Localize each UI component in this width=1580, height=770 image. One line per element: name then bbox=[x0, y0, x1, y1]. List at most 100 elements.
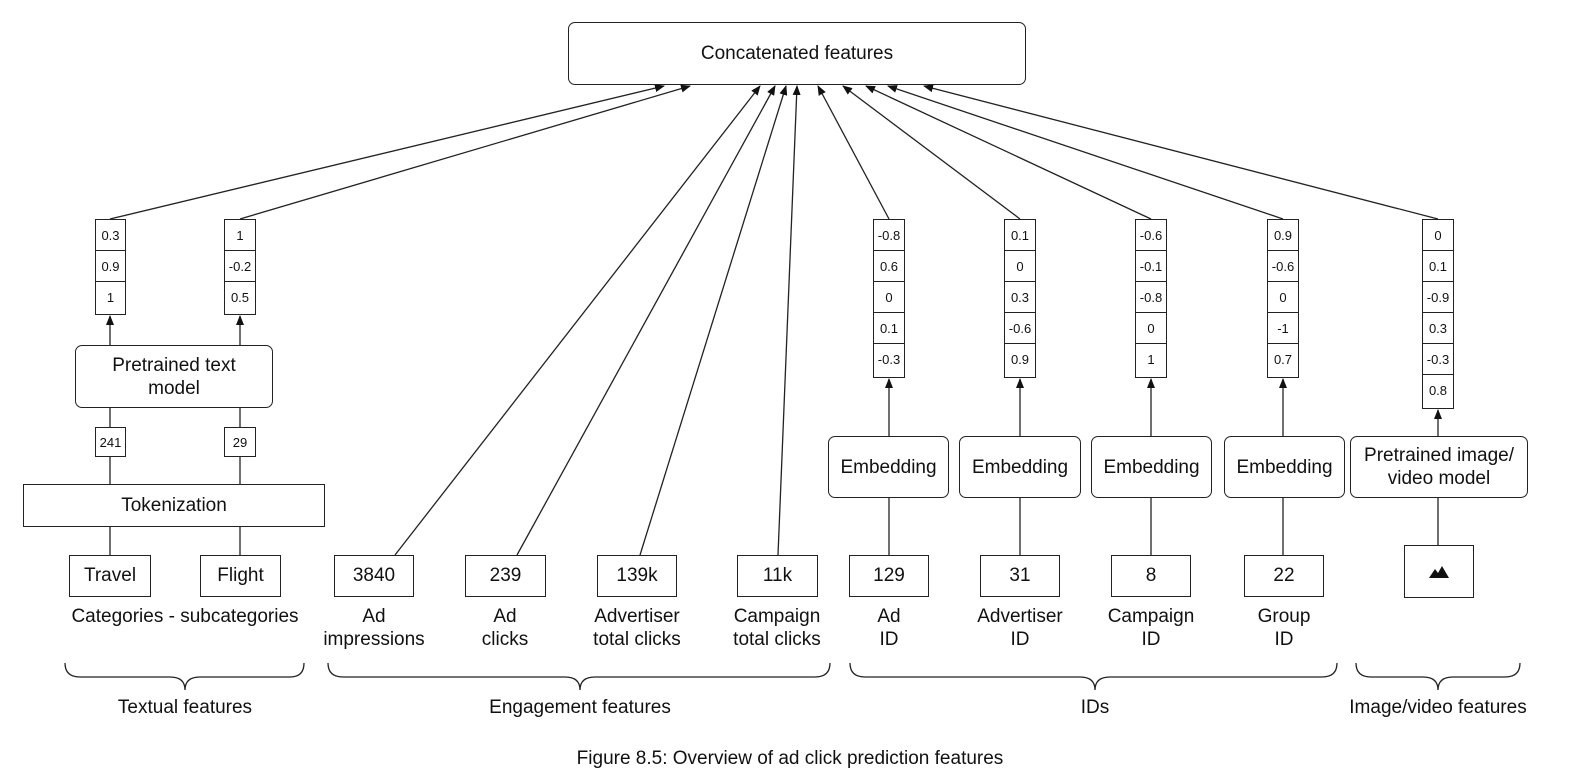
vector-cell: -0.8 bbox=[874, 220, 904, 251]
label-line: Advertiser bbox=[594, 606, 680, 627]
ad-impressions-box: 3840 bbox=[334, 555, 414, 597]
tokenization-box: Tokenization bbox=[23, 484, 325, 527]
embedding-box: Embedding bbox=[828, 436, 949, 498]
vector-cell: -0.3 bbox=[1423, 344, 1453, 375]
text-vector-1: 0.3 0.9 1 bbox=[95, 219, 126, 315]
vector-cell: 0.9 bbox=[96, 251, 125, 282]
vector-cell: 0.3 bbox=[96, 220, 125, 251]
category-input-box: Travel bbox=[69, 555, 151, 597]
advertiser-total-clicks-box: 139k bbox=[597, 555, 677, 597]
figure-caption: Figure 8.5: Overview of ad click predict… bbox=[576, 748, 1004, 769]
brace-textual bbox=[64, 662, 305, 691]
campaign-total-clicks-value: 11k bbox=[762, 565, 793, 586]
categories-caption: Categories - subcategories bbox=[71, 606, 299, 627]
vector-cell: 0.3 bbox=[1005, 282, 1035, 313]
vector-cell: 0.9 bbox=[1010, 352, 1030, 367]
subcategory-input-box: Flight bbox=[200, 555, 281, 597]
brace-engagement bbox=[327, 662, 831, 691]
group-id-value: 22 bbox=[1273, 565, 1295, 586]
vector-cell: -0.6 bbox=[1268, 251, 1298, 282]
pretrained-image-model-label: Pretrained image/ video model bbox=[1364, 445, 1514, 489]
vector-cell: 0 bbox=[1136, 313, 1166, 344]
group-label-textual: Textual features bbox=[117, 697, 253, 718]
embedding-label: Embedding bbox=[971, 456, 1069, 478]
vector-cell: 0 bbox=[1005, 251, 1035, 282]
campaign-total-clicks-box: 11k bbox=[737, 555, 818, 597]
label-line: Ad bbox=[877, 606, 901, 627]
group-id-vector: 0.9 -0.6 0 -1 0.7 bbox=[1267, 219, 1299, 378]
category-value: Travel bbox=[83, 565, 137, 586]
vector-cell: -0.8 bbox=[1136, 282, 1166, 313]
brace-image bbox=[1355, 662, 1521, 691]
token-id-value: 29 bbox=[232, 434, 248, 450]
advertiser-total-clicks-value: 139k bbox=[616, 565, 658, 586]
vector-cell: 0.1 bbox=[1005, 220, 1035, 251]
advertiser-id-value: 31 bbox=[1009, 565, 1031, 586]
embedding-label: Embedding bbox=[1103, 456, 1200, 478]
concatenated-features-label: Concatenated features bbox=[700, 43, 894, 64]
brace-ids bbox=[849, 662, 1338, 691]
campaign-id-value: 8 bbox=[1145, 565, 1157, 586]
vector-cell: 0.6 bbox=[874, 251, 904, 282]
group-label-engagement: Engagement features bbox=[489, 697, 671, 718]
vector-cell: 0.7 bbox=[1273, 352, 1293, 367]
arrow-image-vec bbox=[923, 84, 1439, 220]
campaign-total-clicks-label: Campaign total clicks bbox=[702, 605, 852, 651]
advertiser-id-vector: 0.1 0 0.3 -0.6 0.9 bbox=[1004, 219, 1036, 378]
ad-id-vector: -0.8 0.6 0 0.1 -0.3 bbox=[873, 219, 905, 378]
ad-id-value: 129 bbox=[873, 565, 905, 586]
label-line: Group bbox=[1257, 606, 1311, 627]
subcategory-value: Flight bbox=[217, 565, 264, 586]
embedding-box: Embedding bbox=[1091, 436, 1212, 498]
arrow-ad-clicks bbox=[516, 85, 776, 556]
tokenization-label: Tokenization bbox=[121, 494, 227, 516]
embedding-box: Embedding bbox=[1224, 436, 1345, 498]
label-line: Campaign bbox=[1107, 606, 1195, 627]
ad-id-box: 129 bbox=[849, 555, 929, 597]
label-line: Ad bbox=[362, 606, 386, 627]
vector-cell: -0.6 bbox=[1136, 220, 1166, 251]
token-id-box: 29 bbox=[224, 427, 256, 457]
embedding-label: Embedding bbox=[1236, 456, 1333, 478]
vector-cell: 0 bbox=[1423, 220, 1453, 251]
pretrained-text-model-box: Pretrained text model bbox=[75, 345, 273, 408]
label-line: Advertiser bbox=[977, 606, 1063, 627]
arrow-text-vec2 bbox=[239, 84, 691, 220]
image-vector: 0 0.1 -0.9 0.3 -0.3 0.8 bbox=[1422, 219, 1454, 409]
label-line: total clicks bbox=[733, 629, 821, 650]
vector-cell: 0.9 bbox=[1268, 220, 1298, 251]
text-vector-2: 1 -0.2 0.5 bbox=[224, 219, 256, 315]
arrow-text-vec1 bbox=[109, 84, 665, 220]
group-label-image: Image/video features bbox=[1349, 697, 1527, 718]
arrow-campaign-clicks bbox=[777, 85, 801, 556]
image-icon bbox=[1429, 565, 1449, 578]
advertiser-total-clicks-label: Advertiser total clicks bbox=[562, 605, 712, 651]
pretrained-image-model-box: Pretrained image/ video model bbox=[1350, 436, 1528, 498]
vector-cell: 0 bbox=[1268, 282, 1298, 313]
vector-cell: 0.1 bbox=[874, 313, 904, 344]
vector-cell: -0.1 bbox=[1136, 251, 1166, 282]
vector-cell: -0.2 bbox=[225, 251, 255, 282]
group-id-label: Group ID bbox=[1214, 605, 1354, 651]
label-line: ID bbox=[879, 629, 899, 650]
image-input-box bbox=[1404, 545, 1474, 598]
label-line: ID bbox=[1141, 629, 1161, 650]
arrow-campaign-id-vec bbox=[865, 85, 1152, 220]
label-line: total clicks bbox=[593, 629, 681, 650]
label-line: clicks bbox=[481, 629, 529, 650]
vector-cell: -0.9 bbox=[1423, 282, 1453, 313]
token-id-value: 241 bbox=[99, 434, 122, 450]
label-line: ID bbox=[1010, 629, 1030, 650]
label-line: impressions bbox=[323, 629, 425, 650]
ad-impressions-label: Ad impressions bbox=[304, 605, 444, 651]
embedding-box: Embedding bbox=[959, 436, 1081, 498]
arrow-ad-id-vec bbox=[817, 85, 890, 220]
arrow-group-id-vec bbox=[887, 85, 1284, 220]
ad-clicks-box: 239 bbox=[465, 555, 546, 597]
vector-cell: 0 bbox=[874, 282, 904, 313]
vector-cell: 0.5 bbox=[230, 290, 250, 305]
vector-cell: 0.1 bbox=[1423, 251, 1453, 282]
vector-cell: -0.6 bbox=[1005, 313, 1035, 344]
label-line: ID bbox=[1274, 629, 1294, 650]
